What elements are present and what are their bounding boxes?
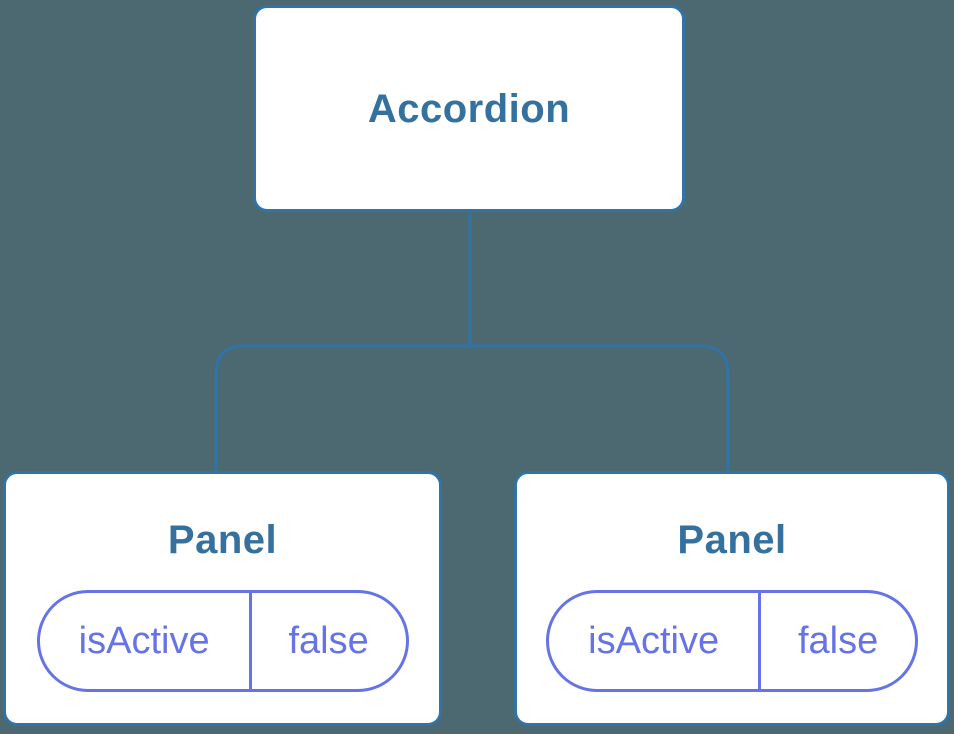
connector-branch: [214, 344, 730, 480]
state-value: false: [288, 619, 369, 662]
panel-1-label: Panel: [167, 518, 278, 562]
tree-node-accordion: Accordion: [253, 5, 685, 212]
state-pill: isActive false: [546, 590, 918, 692]
state-value: false: [797, 619, 879, 662]
panel-2-label: Panel: [677, 518, 787, 562]
state-key: isActive: [40, 593, 252, 689]
tree-node-panel-1: Panel isActive false: [3, 471, 442, 726]
accordion-node-label: Accordion: [367, 86, 571, 131]
tree-node-panel-2: Panel isActive false: [514, 471, 950, 726]
state-key: isActive: [549, 593, 762, 689]
state-pill: isActive false: [36, 590, 409, 692]
